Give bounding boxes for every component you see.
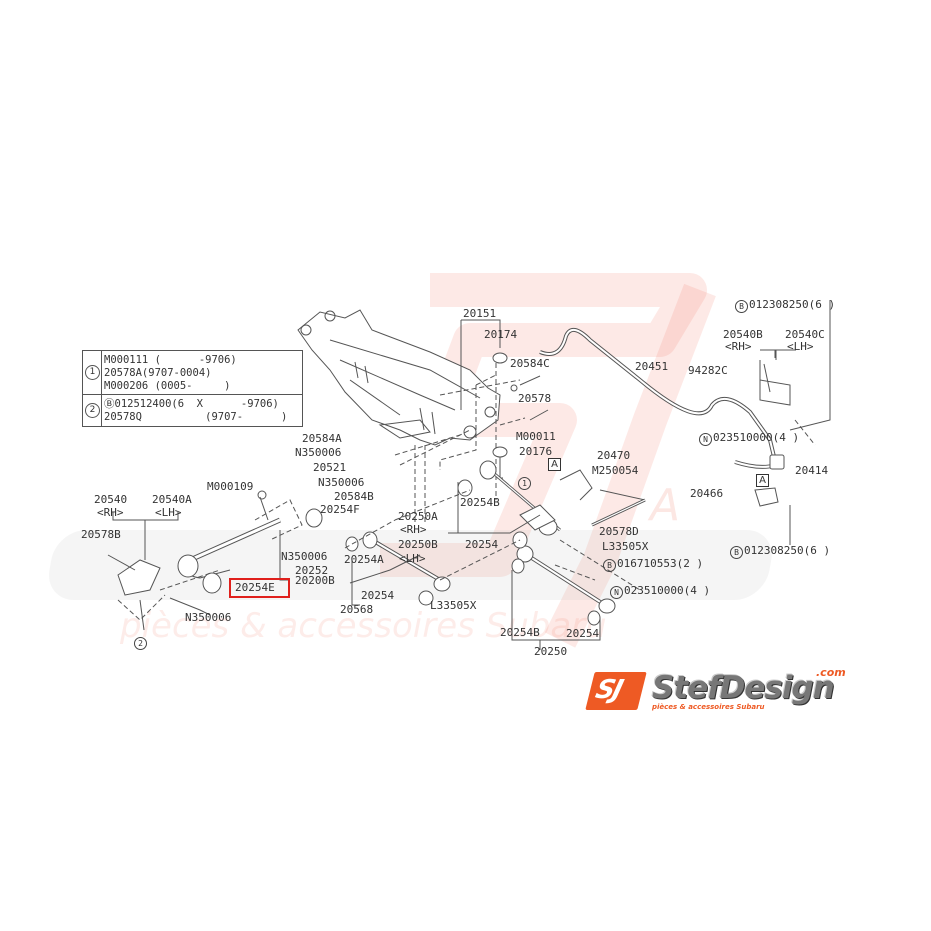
callout-20250[interactable]: 20250 bbox=[534, 645, 568, 658]
label-lh-top: <LH> bbox=[787, 340, 814, 353]
callout-20254F[interactable]: 20254F bbox=[320, 503, 360, 516]
callout-20521[interactable]: 20521 bbox=[313, 461, 347, 474]
watermark-domain: A bbox=[650, 480, 681, 531]
callout-M250054[interactable]: M250054 bbox=[592, 464, 639, 477]
notes-divider bbox=[101, 351, 102, 426]
label-rh-mid: <RH> bbox=[400, 523, 427, 536]
label-lh-mid: <LH> bbox=[399, 552, 426, 565]
bolt-B-icon: B bbox=[730, 546, 743, 559]
reference-marker-A: A bbox=[548, 458, 561, 471]
notes-row-divider bbox=[83, 394, 302, 395]
label-rh-left: <RH> bbox=[97, 506, 124, 519]
nut-N-icon: N bbox=[699, 433, 712, 446]
callout-20451[interactable]: 20451 bbox=[635, 360, 669, 373]
callout-20540B[interactable]: 20540B bbox=[723, 328, 763, 341]
callout-20250B[interactable]: 20250B bbox=[398, 538, 438, 551]
callout-20540[interactable]: 20540 bbox=[94, 493, 128, 506]
stefdesign-logo[interactable]: SJ StefDesign .com pièces & accessoires … bbox=[585, 666, 846, 714]
note-marker-1: 1 bbox=[85, 365, 100, 380]
note-line: M000206 (0005- ) bbox=[104, 380, 231, 392]
note-line: Ⓑ012512400(6 X -9706) bbox=[104, 398, 279, 410]
bolt-B-icon: B bbox=[603, 559, 616, 572]
note-line: 20578A(9707-0004) bbox=[104, 367, 212, 379]
watermark-tagline: pièces & accessoires Subaru bbox=[120, 606, 607, 646]
callout-20584C[interactable]: 20584C bbox=[510, 357, 550, 370]
callout-N350006-b[interactable]: N350006 bbox=[318, 476, 365, 489]
note-marker-2: 2 bbox=[85, 403, 100, 418]
callout-20254-low[interactable]: 20254 bbox=[361, 589, 395, 602]
callout-20414[interactable]: 20414 bbox=[795, 464, 829, 477]
callout-20254B-top[interactable]: 20254B bbox=[460, 496, 500, 509]
circle-1-icon: 1 bbox=[518, 477, 531, 490]
callout-20578D[interactable]: 20578D bbox=[599, 525, 639, 538]
note-line: M000111 ( -9706) bbox=[104, 354, 237, 366]
callout-20254B-bottom[interactable]: 20254B bbox=[500, 626, 540, 639]
logo-tagline: pièces & accessoires Subaru bbox=[652, 703, 765, 711]
callout-20540A[interactable]: 20540A bbox=[152, 493, 192, 506]
label-lh-left: <LH> bbox=[155, 506, 182, 519]
callout-M000109[interactable]: M000109 bbox=[207, 480, 254, 493]
nut-N-icon: N bbox=[610, 586, 623, 599]
callout-circle-2[interactable]: 2 bbox=[134, 636, 148, 650]
callout-20568[interactable]: 20568 bbox=[340, 603, 374, 616]
callout-20584B[interactable]: 20584B bbox=[334, 490, 374, 503]
callout-20466[interactable]: 20466 bbox=[690, 487, 724, 500]
callout-circle-1[interactable]: 1 bbox=[518, 476, 532, 490]
callout-20470[interactable]: 20470 bbox=[597, 449, 631, 462]
callout-20200B[interactable]: 20200B bbox=[295, 574, 335, 587]
callout-20174[interactable]: 20174 bbox=[484, 328, 518, 341]
callout-20250A[interactable]: 20250A bbox=[398, 510, 438, 523]
callout-20584A[interactable]: 20584A bbox=[302, 432, 342, 445]
circle-2-icon: 2 bbox=[134, 637, 147, 650]
sj-logo-icon: SJ bbox=[585, 672, 647, 710]
callout-20254-mid[interactable]: 20254 bbox=[465, 538, 499, 551]
callout-L33505X-b[interactable]: L33505X bbox=[430, 599, 477, 612]
callout-20176[interactable]: 20176 bbox=[519, 445, 553, 458]
reference-marker-A: A bbox=[756, 474, 769, 487]
bolt-B-icon: B bbox=[735, 300, 748, 313]
notes-table: 1 M000111 ( -9706) 20578A(9707-0004) M00… bbox=[82, 350, 303, 427]
note-line: 20578Q (9707- ) bbox=[104, 411, 288, 423]
callout-20578[interactable]: 20578 bbox=[518, 392, 552, 405]
highlight-box bbox=[229, 578, 290, 598]
callout-20254-right[interactable]: 20254 bbox=[566, 627, 600, 640]
logo-wordmark: StefDesign bbox=[652, 670, 835, 706]
callout-20252[interactable]: 20252 bbox=[295, 564, 329, 577]
callout-N350006-a[interactable]: N350006 bbox=[295, 446, 342, 459]
callout-L33505X-a[interactable]: L33505X bbox=[602, 540, 649, 553]
label-rh-top: <RH> bbox=[725, 340, 752, 353]
callout-94282C[interactable]: 94282C bbox=[688, 364, 728, 377]
callout-20254A[interactable]: 20254A bbox=[344, 553, 384, 566]
callout-20578B[interactable]: 20578B bbox=[81, 528, 121, 541]
callout-20151[interactable]: 20151 bbox=[463, 307, 497, 320]
callout-N350006-c[interactable]: N350006 bbox=[281, 550, 328, 563]
callout-20540C[interactable]: 20540C bbox=[785, 328, 825, 341]
callout-20254E-highlighted[interactable]: 20254E bbox=[235, 581, 275, 594]
callout-N350006-d[interactable]: N350006 bbox=[185, 611, 232, 624]
callout-M00011[interactable]: M00011 bbox=[516, 430, 556, 443]
logo-domain: .com bbox=[816, 666, 846, 679]
